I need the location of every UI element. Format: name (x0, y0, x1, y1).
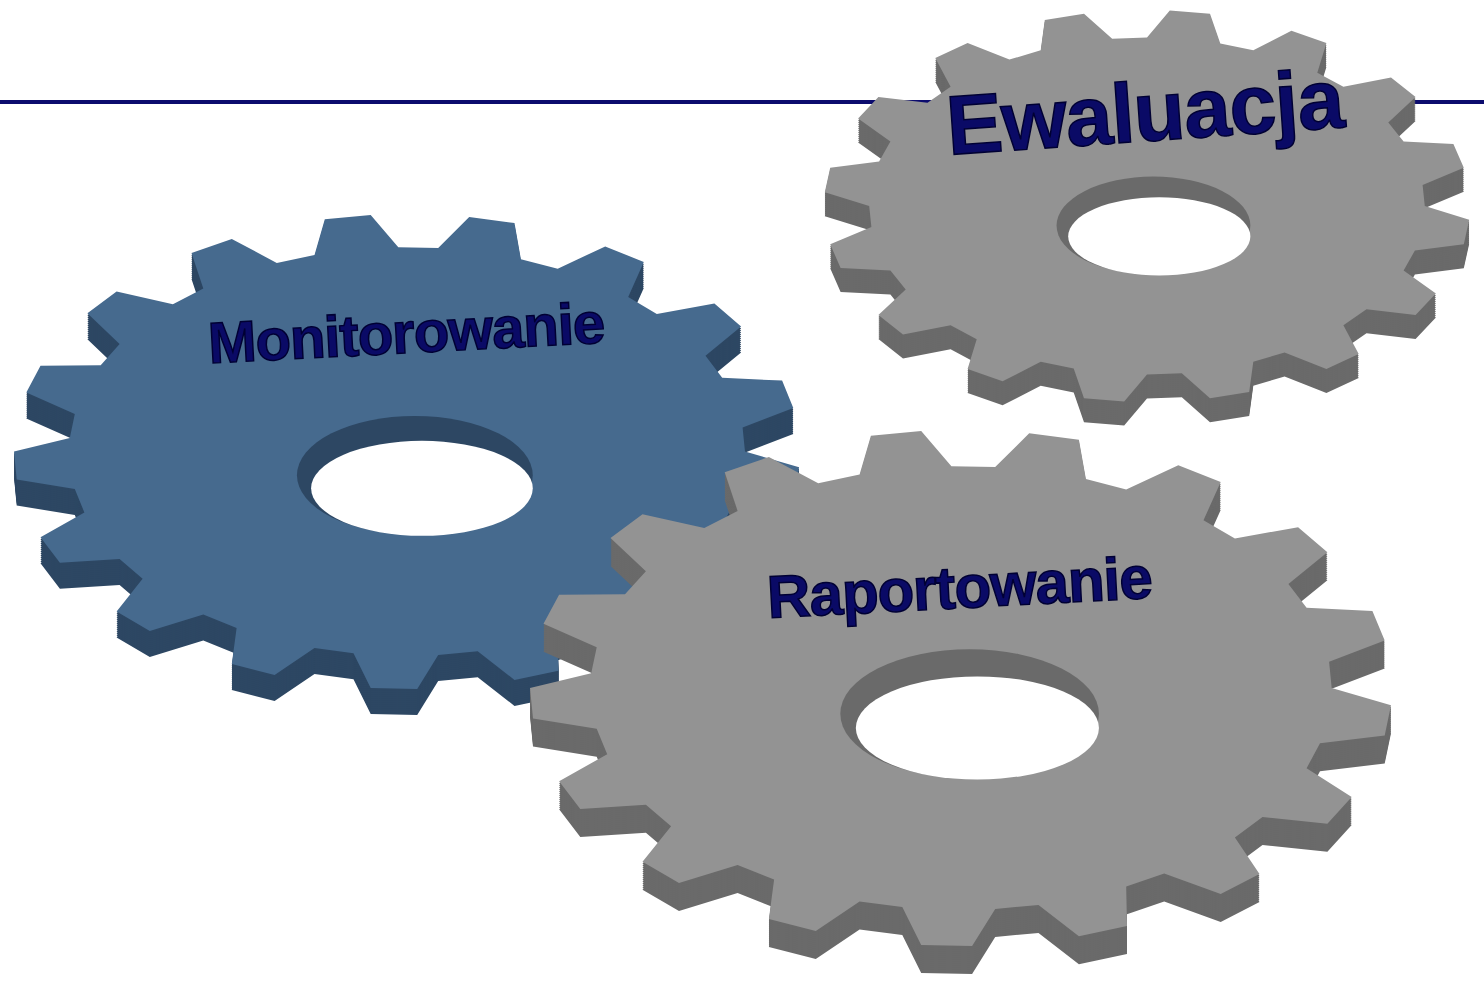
gear-hole (311, 441, 533, 536)
gear-hole (856, 676, 1099, 779)
gear-face (825, 11, 1469, 402)
gear-shape (528, 428, 1394, 976)
gear-hole-wall (1057, 177, 1251, 275)
gear-hole (1068, 197, 1250, 275)
gear-node: Raportowanie (528, 428, 1394, 976)
gear-face (530, 431, 1391, 946)
gear-node: Ewaluacja (822, 8, 1472, 428)
